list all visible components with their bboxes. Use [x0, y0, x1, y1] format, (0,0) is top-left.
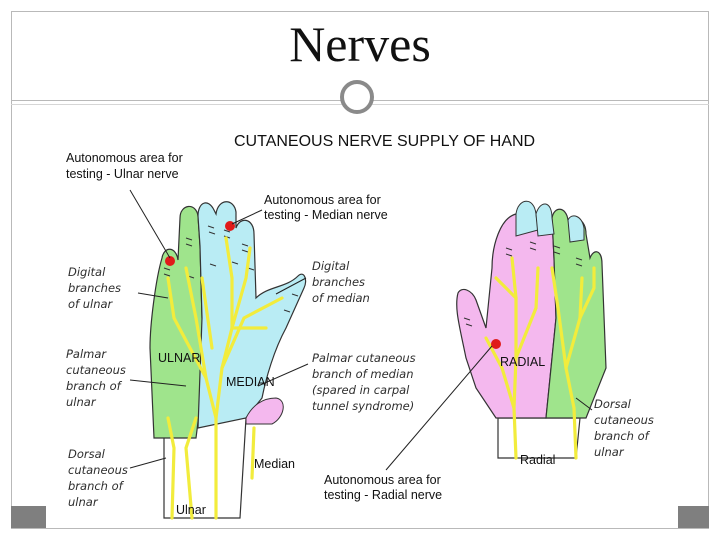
label-nerve-radial: Radial: [520, 453, 555, 467]
right-forearm: [497, 417, 581, 459]
label-palmar-median-2: branch of median: [312, 367, 413, 381]
label-dorsal-ulnar-left-3: branch of: [68, 479, 125, 493]
divider-ring-icon: [340, 80, 374, 114]
label-palmar-ulnar-2: cutaneous: [66, 363, 126, 377]
hand-nerve-diagram: CUTANEOUS NERVE SUPPLY OF HAND: [46, 118, 678, 528]
label-digital-median-3: of median: [312, 291, 370, 305]
footer-bar-left: [11, 506, 46, 528]
right-median-tip-middle: [535, 203, 555, 237]
label-dorsal-ulnar-right-2: cutaneous: [594, 413, 654, 427]
label-dorsal-ulnar-right-4: ulnar: [594, 445, 625, 459]
label-digital-ulnar-2: branches: [68, 281, 121, 295]
autonomous-dot-radial: [491, 339, 501, 349]
label-autonomous-ulnar-2: testing - Ulnar nerve: [66, 167, 179, 181]
label-autonomous-median-2: testing - Median nerve: [264, 208, 388, 222]
label-palmar-ulnar-4: ulnar: [66, 395, 97, 409]
label-nerve-median: Median: [254, 457, 295, 471]
figure-title: CUTANEOUS NERVE SUPPLY OF HAND: [234, 133, 535, 150]
region-label-radial: RADIAL: [500, 355, 545, 369]
hand-nerve-figure: CUTANEOUS NERVE SUPPLY OF HAND: [46, 118, 678, 528]
right-hand-dorsal: [456, 200, 607, 460]
label-autonomous-median-1: Autonomous area for: [264, 193, 381, 207]
left-nerves: [166, 236, 284, 520]
label-autonomous-radial-2: testing - Radial nerve: [324, 488, 442, 502]
label-dorsal-ulnar-right-3: branch of: [594, 429, 651, 443]
label-dorsal-ulnar-left-1: Dorsal: [68, 447, 106, 461]
label-palmar-median-1: Palmar cutaneous: [312, 351, 416, 365]
label-palmar-ulnar-1: Palmar: [66, 347, 107, 361]
label-palmar-median-3: (spared in carpal: [312, 383, 410, 397]
leader-lines: [129, 189, 593, 471]
right-nerves: [484, 256, 596, 460]
footer-bar-right: [678, 506, 709, 528]
region-label-median: MEDIAN: [226, 375, 275, 389]
label-autonomous-radial-1: Autonomous area for: [324, 473, 441, 487]
label-digital-median-2: branches: [312, 275, 365, 289]
label-dorsal-ulnar-right-1: Dorsal: [594, 397, 632, 411]
label-autonomous-ulnar-1: Autonomous area for: [66, 151, 183, 165]
label-digital-ulnar-1: Digital: [68, 265, 106, 279]
right-crease-marks: [463, 241, 583, 327]
label-palmar-ulnar-3: branch of: [66, 379, 123, 393]
label-digital-ulnar-3: of ulnar: [68, 297, 114, 311]
slide-frame: [11, 11, 709, 529]
right-median-tip-ring: [567, 215, 585, 243]
label-dorsal-ulnar-left-2: cutaneous: [68, 463, 128, 477]
region-label-ulnar: ULNAR: [158, 351, 200, 365]
slide-title: Nerves: [289, 16, 431, 72]
autonomous-dot-median: [225, 221, 235, 231]
right-ulnar-region: [545, 208, 607, 419]
autonomous-dot-ulnar: [165, 256, 175, 266]
label-palmar-median-4: tunnel syndrome): [312, 399, 414, 413]
label-digital-median-1: Digital: [312, 259, 350, 273]
label-nerve-ulnar: Ulnar: [176, 503, 206, 517]
left-crease-marks: [163, 225, 299, 313]
left-radial-patch: [245, 397, 284, 425]
left-hand-palmar: [149, 201, 307, 520]
label-dorsal-ulnar-left-4: ulnar: [68, 495, 99, 509]
